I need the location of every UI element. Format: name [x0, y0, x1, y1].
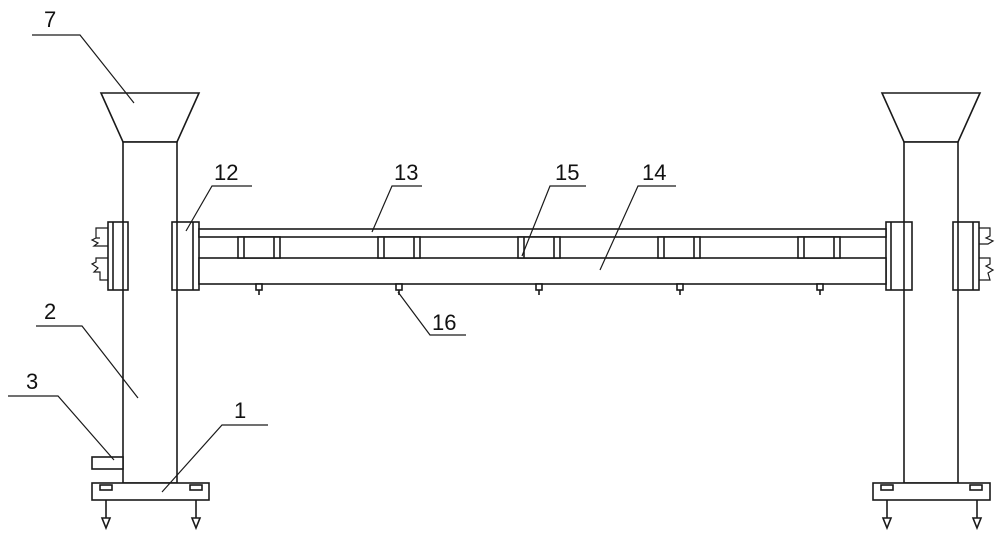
- left-post: [122, 141, 178, 484]
- upper-rail: [198, 228, 887, 238]
- lower-beam: [198, 257, 887, 285]
- label-3: 3: [26, 369, 38, 394]
- leader-13: [371, 185, 422, 233]
- connector-block: [517, 236, 561, 259]
- right-hopper: [880, 92, 982, 143]
- leader-3: [8, 395, 115, 461]
- label-12: 12: [214, 160, 238, 185]
- label-13: 13: [394, 160, 418, 185]
- leader-12: [185, 185, 252, 232]
- spray-nozzles: [255, 283, 824, 295]
- spray-nozzle: [676, 283, 684, 295]
- leader-2: [36, 325, 139, 399]
- leader-7: [32, 34, 135, 104]
- leader-15: [521, 185, 586, 257]
- spray-nozzle: [816, 283, 824, 295]
- label-16: 16: [432, 310, 456, 335]
- connector-block: [237, 236, 281, 259]
- left-outer-clamp: [90, 221, 129, 291]
- right-outer-clamp: [952, 221, 995, 291]
- leader-1: [161, 424, 268, 493]
- part-labels: 7 12 13 15 14 2 16 3 1: [26, 7, 666, 423]
- label-15: 15: [555, 160, 579, 185]
- leader-14: [599, 185, 676, 271]
- connector-blocks: [237, 236, 841, 259]
- label-14: 14: [642, 160, 666, 185]
- left-inner-clamp: [171, 221, 200, 291]
- spray-nozzle: [255, 283, 263, 295]
- connector-block: [657, 236, 701, 259]
- right-inner-clamp: [885, 221, 913, 291]
- label-7: 7: [44, 7, 56, 32]
- label-1: 1: [234, 398, 246, 423]
- left-hopper: [99, 92, 201, 143]
- left-side-pipe: [91, 456, 124, 470]
- right-post: [903, 141, 959, 484]
- connector-block: [797, 236, 841, 259]
- spray-nozzle: [535, 283, 543, 295]
- leader-16: [397, 291, 466, 336]
- right-base-plate: [872, 482, 991, 531]
- leader-lines: [8, 34, 676, 493]
- label-2: 2: [44, 299, 56, 324]
- left-base-plate: [91, 482, 210, 531]
- connector-block: [377, 236, 421, 259]
